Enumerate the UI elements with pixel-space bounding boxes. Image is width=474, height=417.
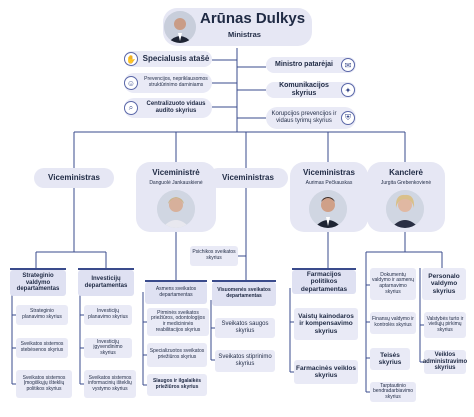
- pharmaceutical-activity-unit: Farmacinės veiklos skyrius: [294, 360, 358, 384]
- pharmaceutical-policy-department: Farmacijos politikos departamentas: [292, 270, 356, 294]
- health-system-monitoring-unit: Sveikatos sistemos stebėsenos skyrius: [16, 338, 68, 358]
- megaphone-icon: ✦: [341, 83, 355, 97]
- advisor-communication: Komunikacijos skyrius: [266, 82, 356, 98]
- strategic-management-department: Strateginio valdymo departamentas: [10, 270, 66, 296]
- vice-minister-1-card: Viceministras: [34, 168, 114, 188]
- primary-care-unit: Pirminės sveikatos priežiūros, odontolog…: [147, 308, 209, 336]
- vice-minister-4-title: Viceministras: [303, 168, 355, 177]
- col1-dept-topbar: [10, 268, 66, 270]
- specialized-care-unit: Specializuotos sveikatos priežiūros skyr…: [147, 343, 207, 367]
- personnel-management-unit: Personalo valdymo skyrius: [422, 268, 466, 300]
- nursing-longterm-care-unit: Slaugos ir ilgalaikės priežiūros skyrius: [147, 374, 207, 396]
- international-cooperation-unit: Tarptautinio bendradarbiavimo skyrius: [370, 382, 416, 402]
- health-safety-unit: Sveikatos saugos skyrius: [215, 318, 275, 338]
- vice-minister-2-title: Viceministrė: [152, 168, 200, 177]
- chancellor-photo: [386, 190, 424, 228]
- vice-minister-4-avatar-icon: [309, 190, 347, 228]
- chancellor-avatar-icon: [386, 190, 424, 228]
- document-search-icon: ⌕: [124, 101, 138, 115]
- minister-name: Arūnas Dulkys: [200, 10, 306, 27]
- activity-administration-unit: Veiklos administravimo skyrius: [423, 350, 467, 374]
- col2-dept-topbar: [78, 268, 134, 270]
- vice-minister-2-avatar-icon: [157, 190, 195, 228]
- shield-icon: ⛨: [341, 111, 355, 125]
- vice-minister-2-photo: [157, 190, 195, 228]
- public-health-department: Visuomenės sveikatos departamentas: [212, 282, 276, 306]
- col5-dept-topbar: [292, 268, 356, 270]
- advisor-special-attache: Specialusis atašė: [124, 51, 212, 67]
- mental-health-unit: Psichikos sveikatos skyrius: [190, 246, 238, 266]
- state-property-procurement-unit: Valstybės turto ir viešųjų pirkimų skyri…: [424, 312, 466, 338]
- vice-minister-4-name: Aurimas Pečkauskas: [305, 180, 353, 186]
- people-icon: ☺: [124, 76, 138, 90]
- chat-icon: ✉: [341, 58, 355, 72]
- vice-minister-3-title: Viceministras: [222, 173, 274, 182]
- minister-avatar-icon: [164, 11, 196, 43]
- chancellor-name: Jurgita Grebenkovienė: [380, 180, 432, 186]
- investment-implementation-unit: Investicijų įgyvendinimo skyrius: [84, 338, 132, 358]
- strategic-planning-unit: Strateginio planavimo skyrius: [16, 305, 68, 325]
- vice-minister-3-card: Viceministras: [208, 168, 288, 188]
- col3-dept-topbar: [145, 280, 207, 282]
- minister-title: Ministras: [228, 30, 261, 39]
- health-hr-policy-unit: Sveikatos sistemos Įmogiškųjų išteklių p…: [16, 370, 72, 398]
- personal-health-department: Asmens sveikatos departamentas: [145, 282, 207, 304]
- advisor-minister-counsellors: Ministro patarėjai: [266, 57, 356, 73]
- advisor-anticorruption: Korupcijos prevencijos ir vidaus tyrimų …: [266, 107, 356, 129]
- legal-unit: Teisės skyrius: [370, 348, 410, 370]
- col4-dept-topbar: [212, 280, 276, 282]
- chancellor-title: Kanclerė: [389, 168, 423, 177]
- health-information-resources-unit: Sveikatos sistemos informacinių išteklių…: [84, 370, 136, 398]
- finance-control-unit: Finansų valdymo ir kontrolės skyrius: [370, 312, 416, 334]
- vice-minister-2-name: Danguolė Jankauskienė: [149, 180, 203, 186]
- minister-photo: [164, 11, 196, 43]
- advisor-audit: Centralizuoto vidaus audito skyrius: [124, 98, 212, 118]
- vice-minister-1-title: Viceministras: [48, 173, 100, 182]
- advisor-prevention: Prevencijos, nepriklausomos struktūrinim…: [124, 73, 212, 93]
- health-promotion-unit: Sveikatos stiprinimo skyrius: [215, 350, 275, 372]
- handshake-icon: ✋: [124, 52, 138, 66]
- vice-minister-4-photo: [309, 190, 347, 228]
- investment-department: Investicijų departamentas: [78, 270, 134, 296]
- drug-pricing-reimbursement-unit: Vaistų kainodaros ir kompensavimo skyriu…: [294, 308, 358, 340]
- investment-planning-unit: Investicijų planavimo skyrius: [84, 305, 132, 325]
- document-management-unit: Dokumentų valdymo ir asmenų aptarnavimo …: [370, 268, 416, 300]
